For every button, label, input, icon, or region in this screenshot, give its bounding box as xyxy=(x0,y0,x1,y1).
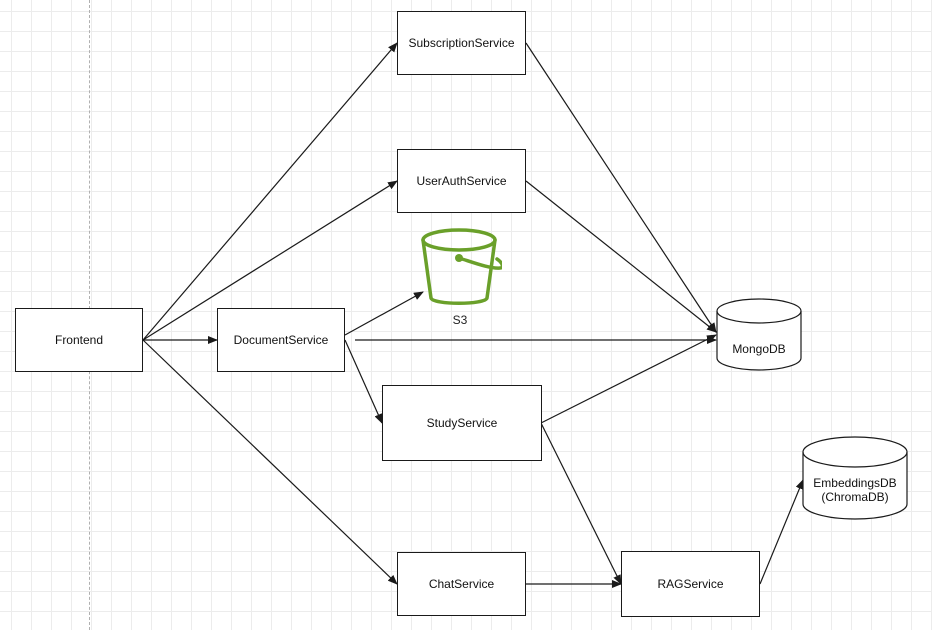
subscription-service-label: SubscriptionService xyxy=(408,36,515,50)
study-service-node[interactable]: StudyService xyxy=(382,385,542,461)
study-service-label: StudyService xyxy=(426,416,498,430)
s3-bucket-icon xyxy=(421,228,505,305)
mongodb-node[interactable]: MongoDB xyxy=(716,298,802,372)
edge-subscription-mongodb[interactable] xyxy=(525,42,717,333)
s3-label: S3 xyxy=(452,313,468,327)
chat-service-node[interactable]: ChatService xyxy=(397,552,526,616)
document-service-node[interactable]: DocumentService xyxy=(217,308,345,372)
embeddings-db-label-line2: (ChromaDB) xyxy=(821,490,889,504)
edge-frontend-userauth[interactable] xyxy=(142,180,398,341)
edge-rag-embeddings[interactable] xyxy=(759,479,804,585)
document-service-label: DocumentService xyxy=(233,333,329,347)
user-auth-service-node[interactable]: UserAuthService xyxy=(397,149,526,213)
user-auth-service-label: UserAuthService xyxy=(416,174,507,188)
edge-frontend-chat[interactable] xyxy=(142,339,398,585)
frontend-label: Frontend xyxy=(54,333,104,347)
edge-document-s3[interactable] xyxy=(344,291,424,336)
edge-study-rag[interactable] xyxy=(540,422,622,585)
edge-document-study[interactable] xyxy=(344,339,383,424)
edge-study-mongodb[interactable] xyxy=(540,334,717,424)
edge-frontend-subscription[interactable] xyxy=(142,42,398,341)
mongodb-label: MongoDB xyxy=(732,342,786,356)
mongodb-cylinder-icon xyxy=(716,298,802,371)
embeddings-db-cylinder-icon xyxy=(802,436,908,520)
s3-bucket-node[interactable] xyxy=(420,225,505,307)
frontend-node[interactable]: Frontend xyxy=(15,308,143,372)
rag-service-label: RAGService xyxy=(657,577,724,591)
edge-userauth-mongodb[interactable] xyxy=(525,180,717,333)
subscription-service-node[interactable]: SubscriptionService xyxy=(397,11,526,75)
embeddings-db-node[interactable]: EmbeddingsDB (ChromaDB) xyxy=(802,436,908,520)
embeddings-db-label-line1: EmbeddingsDB xyxy=(813,476,897,490)
chat-service-label: ChatService xyxy=(428,577,495,591)
rag-service-node[interactable]: RAGService xyxy=(621,551,760,617)
